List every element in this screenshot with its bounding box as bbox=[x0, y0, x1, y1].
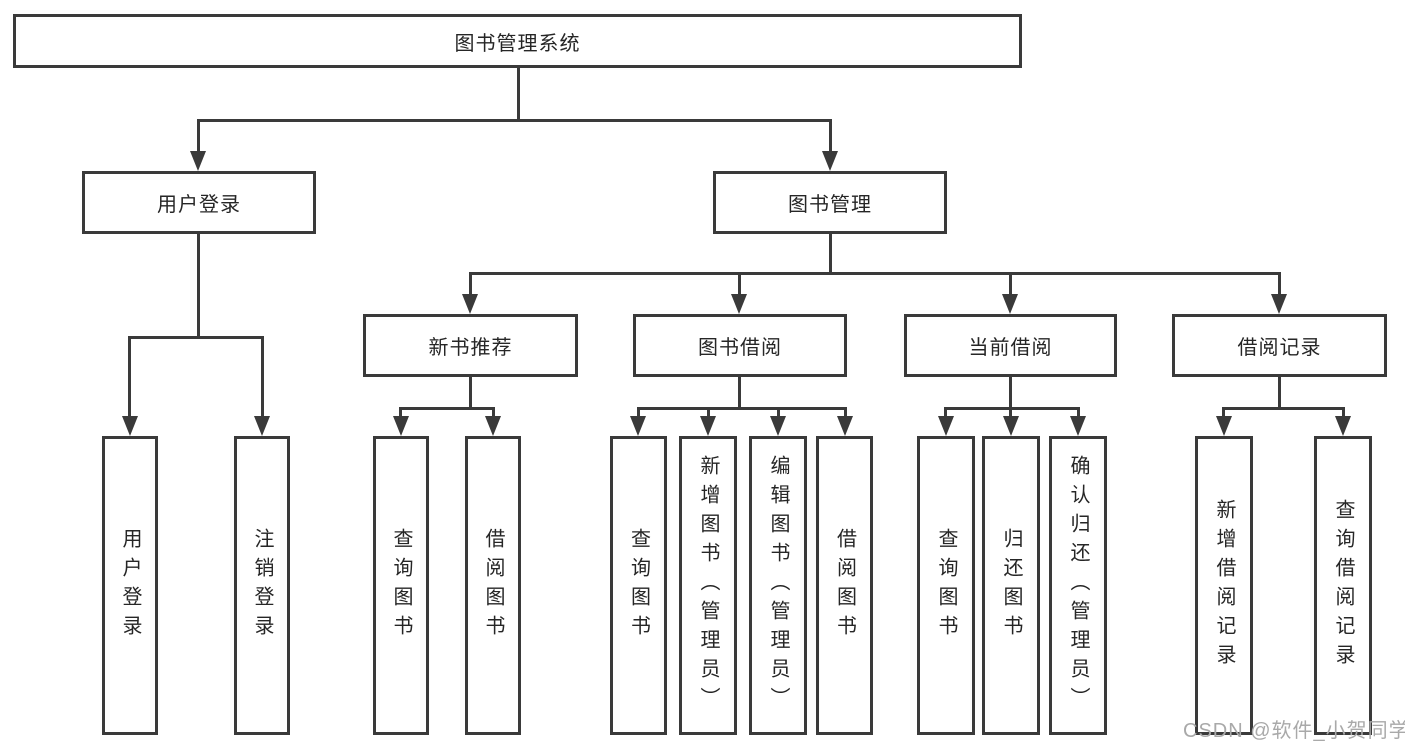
arrow-down-icon bbox=[837, 416, 853, 436]
connector-line bbox=[197, 119, 200, 156]
leaf-logout: 注销登录 bbox=[234, 436, 290, 735]
connector-line bbox=[197, 234, 200, 336]
node-label: 当前借阅 bbox=[968, 337, 1053, 359]
arrow-down-icon bbox=[731, 294, 747, 314]
connector-line bbox=[1009, 272, 1012, 298]
connector-line bbox=[777, 407, 780, 420]
arrow-down-icon bbox=[462, 294, 478, 314]
arrow-down-icon bbox=[938, 416, 954, 436]
connector-line bbox=[1222, 407, 1345, 410]
leaf-borrow-books-recommend: 借阅图书 bbox=[465, 436, 521, 735]
arrow-down-icon bbox=[1002, 294, 1018, 314]
leaf-add-books-admin: 新增图书（管理员） bbox=[679, 436, 737, 735]
arrow-down-icon bbox=[1216, 416, 1232, 436]
node-borrow-records: 借阅记录 bbox=[1172, 314, 1387, 377]
connector-line bbox=[944, 407, 947, 420]
leaf-label: 新增借阅记录 bbox=[1213, 498, 1235, 673]
leaf-return-books: 归还图书 bbox=[982, 436, 1040, 735]
connector-line bbox=[469, 377, 472, 410]
connector-line bbox=[1278, 377, 1281, 410]
leaf-confirm-return-admin: 确认归还（管理员） bbox=[1049, 436, 1107, 735]
leaf-add-borrow-record: 新增借阅记录 bbox=[1195, 436, 1253, 735]
leaf-label: 确认归还（管理员） bbox=[1067, 455, 1089, 716]
connector-line bbox=[707, 407, 710, 420]
leaf-query-books-borrowing: 查询图书 bbox=[610, 436, 667, 735]
arrow-down-icon bbox=[1271, 294, 1287, 314]
leaf-label: 新增图书（管理员） bbox=[697, 455, 719, 716]
leaf-label: 借阅图书 bbox=[482, 527, 504, 644]
arrow-down-icon bbox=[822, 151, 838, 171]
csdn-watermark: CSDN @软件_小贺同学 bbox=[1183, 720, 1405, 742]
connector-line bbox=[399, 407, 495, 410]
connector-line bbox=[1278, 272, 1281, 298]
connector-line bbox=[829, 234, 832, 274]
node-label: 图书管理 bbox=[788, 194, 872, 216]
arrow-down-icon bbox=[190, 151, 206, 171]
arrow-down-icon bbox=[1070, 416, 1086, 436]
connector-line bbox=[844, 407, 847, 420]
connector-line bbox=[517, 67, 520, 120]
leaf-label: 查询图书 bbox=[390, 527, 412, 644]
node-book-management: 图书管理 bbox=[713, 171, 947, 234]
connector-line bbox=[197, 119, 832, 122]
leaf-label: 借阅图书 bbox=[833, 527, 856, 644]
connector-line bbox=[399, 407, 402, 420]
connector-line bbox=[738, 377, 741, 410]
leaf-borrow-books: 借阅图书 bbox=[816, 436, 873, 735]
connector-line bbox=[1009, 377, 1012, 410]
connector-line bbox=[637, 407, 640, 420]
leaf-label: 注销登录 bbox=[251, 527, 273, 644]
connector-line bbox=[1077, 407, 1080, 420]
connector-line bbox=[944, 407, 1080, 410]
leaf-label: 查询借阅记录 bbox=[1332, 498, 1354, 673]
connector-line bbox=[637, 407, 847, 410]
connector-line bbox=[829, 119, 832, 156]
arrow-down-icon bbox=[254, 416, 270, 436]
leaf-query-borrow-record: 查询借阅记录 bbox=[1314, 436, 1372, 735]
connector-line bbox=[128, 336, 264, 339]
leaf-query-books-recommend: 查询图书 bbox=[373, 436, 429, 735]
arrow-down-icon bbox=[700, 416, 716, 436]
leaf-label: 查询图书 bbox=[627, 527, 650, 644]
arrow-down-icon bbox=[630, 416, 646, 436]
arrow-down-icon bbox=[1003, 416, 1019, 436]
connector-line bbox=[1009, 407, 1012, 420]
node-new-book-recommend: 新书推荐 bbox=[363, 314, 578, 377]
arrow-down-icon bbox=[393, 416, 409, 436]
leaf-label: 查询图书 bbox=[935, 527, 957, 644]
connector-line bbox=[469, 272, 1281, 275]
leaf-label: 归还图书 bbox=[1000, 527, 1022, 644]
connector-line bbox=[128, 336, 131, 420]
node-label: 图书借阅 bbox=[698, 337, 782, 359]
node-current-borrowing: 当前借阅 bbox=[904, 314, 1117, 377]
node-book-borrowing: 图书借阅 bbox=[633, 314, 847, 377]
node-label: 用户登录 bbox=[157, 194, 241, 216]
arrow-down-icon bbox=[485, 416, 501, 436]
connector-line bbox=[1342, 407, 1345, 420]
leaf-query-books-current: 查询图书 bbox=[917, 436, 975, 735]
connector-line bbox=[492, 407, 495, 420]
node-user-login: 用户登录 bbox=[82, 171, 316, 234]
arrow-down-icon bbox=[1335, 416, 1351, 436]
node-root-label: 图书管理系统 bbox=[454, 32, 581, 55]
connector-line bbox=[261, 336, 264, 420]
connector-line bbox=[469, 272, 472, 298]
arrow-down-icon bbox=[122, 416, 138, 436]
connector-line bbox=[1222, 407, 1225, 420]
node-label: 借阅记录 bbox=[1237, 337, 1322, 359]
leaf-label: 用户登录 bbox=[119, 527, 141, 644]
node-label: 新书推荐 bbox=[428, 337, 513, 359]
connector-line bbox=[738, 272, 741, 298]
leaf-user-login: 用户登录 bbox=[102, 436, 158, 735]
leaf-edit-books-admin: 编辑图书（管理员） bbox=[749, 436, 807, 735]
node-root: 图书管理系统 bbox=[13, 14, 1022, 68]
arrow-down-icon bbox=[770, 416, 786, 436]
leaf-label: 编辑图书（管理员） bbox=[767, 455, 789, 716]
